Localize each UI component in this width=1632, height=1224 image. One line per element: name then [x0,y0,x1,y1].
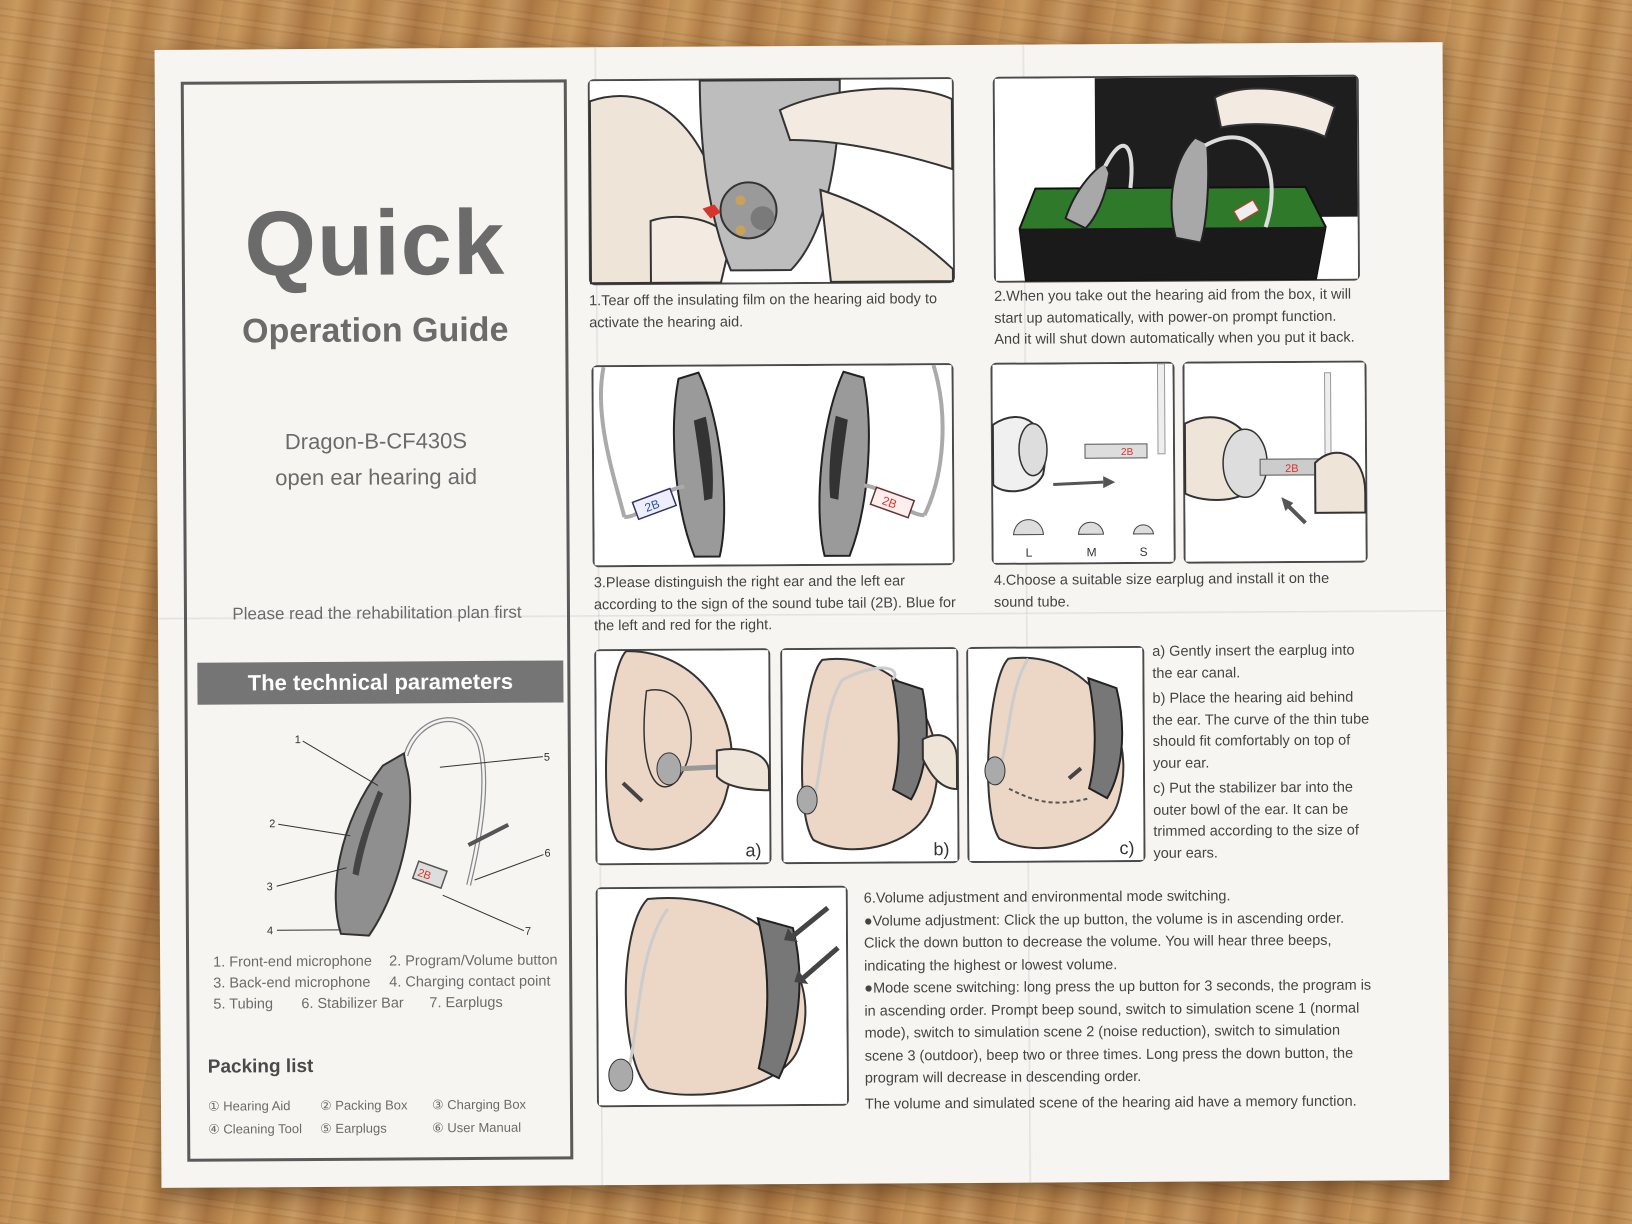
hearing-aid-diagram: 2B 1 2 3 4 5 6 7 [267,717,551,938]
step1-illustration [587,77,955,286]
step6-memory: The volume and simulated scene of the he… [864,1093,1357,1113]
packing-item: ② Packing Box [319,1097,408,1113]
left-tube-tag-label: 2B [643,497,662,515]
step6-text: 6.Volume adjustment and environmental mo… [864,885,1375,1116]
model-name: Dragon-B-CF430S open ear hearing aid [186,422,566,496]
callout-5: 5 [544,752,550,764]
step5-illustration-b: b) [780,647,960,865]
earplug-size-l: L [1026,546,1033,560]
right-tube-tag-label: 2B [880,493,899,511]
step5-a-text: a) Gently insert the earplug into the ea… [1152,642,1355,682]
step3-caption: 3.Please distinguish the right ear and t… [593,573,956,635]
rehab-notice: Please read the rehabilitation plan firs… [232,602,522,624]
guide-title: Quick [244,191,506,296]
step6-mode: ●Mode scene switching: long press the up… [864,977,1372,1087]
cover-panel: Quick Operation Guide Dragon-B-CF430S op… [180,79,574,1162]
parts-list: 1. Front-end microphone 2. Program/Volume… [213,950,563,1015]
callout-3: 3 [267,881,273,893]
guide-subtitle: Operation Guide [241,310,509,351]
callout-7: 7 [525,926,531,938]
tube-tag-label: 2B [416,867,433,883]
part-item: 6. Stabilizer Bar [301,995,404,1013]
callout-6: 6 [544,848,550,860]
step2-illustration [992,74,1360,283]
step5-c-label: c) [1119,838,1134,858]
packing-item: ① Hearing Aid [207,1098,291,1114]
part-item: 2. Program/Volume button [389,952,558,970]
step2-caption: 2.When you take out the hearing aid from… [994,286,1355,348]
part-item: 5. Tubing [213,996,274,1013]
step5-instructions: a) Gently insert the earplug into the ea… [1152,640,1377,864]
part-item: 1. Front-end microphone [213,953,372,971]
model-code: Dragon-B-CF430S [284,428,468,455]
tube-tag [411,860,448,890]
step5-b-text: b) Place the hearing aid behind the ear.… [1152,689,1370,772]
step4-caption: 4.Choose a suitable size earplug and ins… [993,570,1330,611]
right-tube-tag [869,486,916,519]
step6-volume: ●Volume adjustment: Click the up button,… [863,910,1345,975]
part-item: 3. Back-end microphone [213,974,371,992]
installed-tube-tag-label: 2B [1285,463,1299,475]
step6-title: 6.Volume adjustment and environmental mo… [863,888,1231,907]
part-item: 4. Charging contact point [389,973,551,991]
product-type: open ear hearing aid [275,463,478,491]
packing-item: ⑤ Earplugs [320,1120,387,1136]
callout-2: 2 [269,818,275,830]
earplug-size-s: S [1140,545,1148,559]
step5-a-label: a) [745,840,761,860]
callout-1: 1 [295,734,301,746]
step5-illustration-a: a) [594,648,772,866]
step1-caption: 1.Tear off the insulating film on the he… [589,291,938,331]
step5-c-text: c) Put the stabilizer bar into the outer… [1153,779,1359,862]
packing-item: ⑥ User Manual [432,1119,522,1136]
packing-item: ③ Charging Box [431,1096,527,1113]
step6-illustration [595,885,849,1108]
left-tube-tag [631,487,678,521]
step4-illustration-b: 2B [1182,360,1368,564]
step4-illustration-a: 2B L M S [990,361,1176,565]
part-item: 7. Earplugs [429,994,503,1012]
callout-4: 4 [267,925,273,937]
packing-list-heading: Packing list [207,1055,314,1078]
step5-illustration-c: c) [966,645,1146,863]
step5-b-label: b) [933,839,949,859]
hearing-aid-body [334,751,412,937]
earplug-tube-tag-label: 2B [1121,447,1134,458]
tube-line [403,717,487,886]
packing-item: ④ Cleaning Tool [208,1121,302,1137]
earplug-size-m: M [1087,545,1097,559]
quick-guide-sheet: Quick Operation Guide Dragon-B-CF430S op… [154,42,1450,1188]
step3-illustration: 2B 2B [591,363,955,568]
packing-list: ① Hearing Aid ② Packing Box ③ Charging Box… [208,1092,568,1140]
